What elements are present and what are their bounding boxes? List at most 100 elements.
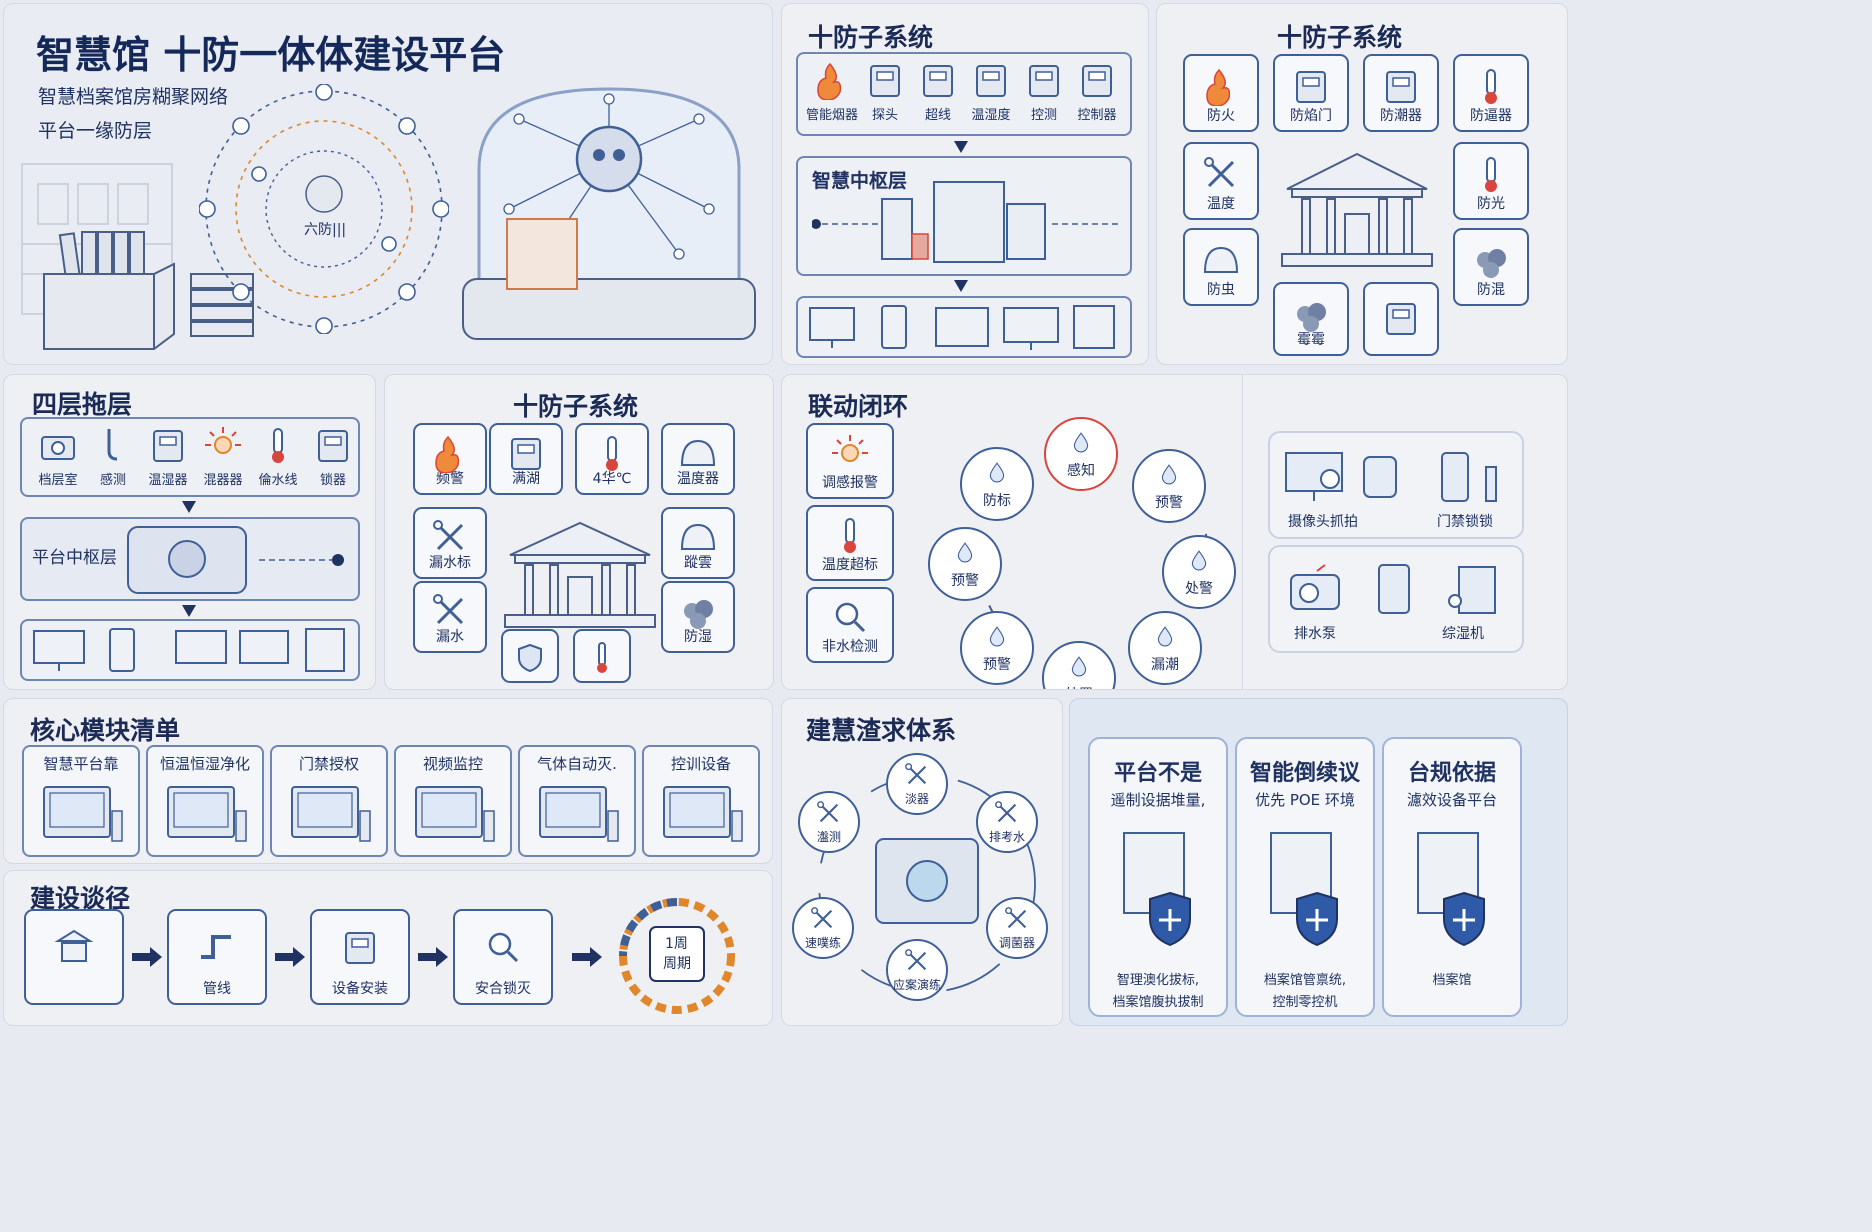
sensor-item[interactable]: 控制器 <box>1069 60 1125 123</box>
path-step[interactable]: 设备安装 <box>310 909 410 1005</box>
ten-defense-tile-label: 防光 <box>1477 196 1505 212</box>
subsystem-tile-label: 满湖 <box>512 471 540 487</box>
path-step[interactable]: 管线 <box>167 909 267 1005</box>
module-card[interactable]: 气体自动灭. <box>518 745 636 857</box>
glass-dome-illustration <box>462 87 756 340</box>
module-card[interactable]: 门禁授权 <box>270 745 388 857</box>
perception-item-label: 锁器 <box>319 473 346 488</box>
subsystem-tile[interactable]: 4华℃ <box>575 423 649 495</box>
cycle-node[interactable]: 感知 <box>1044 417 1118 491</box>
subsystem-tile-label: 4华℃ <box>592 471 632 487</box>
down-arrow-icon <box>954 280 968 292</box>
stacked-documents-illustration <box>190 273 254 337</box>
sensor-item[interactable]: 管能烟器 <box>804 60 860 123</box>
ten-defense-tile[interactable]: 防虫 <box>1183 228 1259 306</box>
subsystem-tile[interactable]: 防湿 <box>661 581 735 653</box>
ten-defense-tile[interactable]: 霉霉 <box>1273 282 1349 356</box>
module-illustration <box>663 786 743 842</box>
module-card[interactable]: 智慧平台靠 <box>22 745 140 857</box>
tile-thermo[interactable] <box>573 629 631 683</box>
sensor-item[interactable]: 探头 <box>857 60 913 123</box>
cycle-node[interactable]: 预警 <box>960 611 1034 685</box>
shield-icon <box>518 643 542 673</box>
sensor-item[interactable]: 超线 <box>910 60 966 123</box>
system-node[interactable]: 速噗练 <box>792 897 854 959</box>
right-arrow-icon <box>418 947 448 967</box>
cycle-node[interactable]: 预警 <box>928 527 1002 601</box>
system-node[interactable]: 淡器 <box>886 753 948 815</box>
module-card-label: 恒温恒湿净化 <box>159 755 250 773</box>
sensor-item[interactable]: 温湿度 <box>963 60 1019 123</box>
ten-defense-tile[interactable]: 防火 <box>1183 54 1259 132</box>
ten-defense-tile[interactable]: 防混 <box>1453 228 1529 306</box>
system-node[interactable]: 瀊测 <box>798 791 860 853</box>
ten-defense-tile[interactable] <box>1363 282 1439 356</box>
info-card: 台规依据濾效设备平台档案馆 <box>1382 737 1522 1017</box>
cycle-node[interactable]: 预警 <box>1132 449 1206 523</box>
ten-defense-tile[interactable]: 防逼器 <box>1453 54 1529 132</box>
sensor-item-label: 控测 <box>1030 108 1057 123</box>
box-icon <box>870 65 900 97</box>
ten-defense-tile-label: 防虫 <box>1207 282 1235 298</box>
module-card[interactable]: 恒温恒湿净化 <box>146 745 264 857</box>
subsystem-tile[interactable]: 满湖 <box>489 423 563 495</box>
system-node-label: 瀊测 <box>816 830 841 844</box>
perception-item[interactable]: 倫水线 <box>250 425 306 488</box>
path-step-label: 管线 <box>203 981 231 997</box>
down-arrow-icon <box>182 501 196 513</box>
subsystem-tile[interactable]: 频警 <box>413 423 487 495</box>
subsystem-tile[interactable]: 温度器 <box>661 423 735 495</box>
subsystem-tile[interactable]: 漏水标 <box>413 507 487 579</box>
ten-defense-tile[interactable]: 防焰门 <box>1273 54 1349 132</box>
info-card-title: 台规依据 <box>1407 761 1496 786</box>
sensor-item-label: 控制器 <box>1077 108 1117 123</box>
perception-item[interactable]: 感测 <box>85 425 141 488</box>
system-node[interactable]: 调菌器 <box>986 897 1048 959</box>
lens-icon <box>488 932 519 963</box>
module-card[interactable]: 控训设备 <box>642 745 760 857</box>
ten-defense-tile[interactable]: 温度 <box>1183 142 1259 220</box>
wrench-icon <box>905 949 927 971</box>
sensor-item[interactable]: 控测 <box>1016 60 1072 123</box>
module-card[interactable]: 视频监控 <box>394 745 512 857</box>
alert-tile[interactable]: 调感报警 <box>806 423 894 499</box>
ten-defense-grid-panel: 十防子系统 防火防焰门防潮器防逼器温度防光防虫防混霉霉 <box>1156 3 1568 365</box>
perception-item[interactable]: 档层室 <box>30 425 86 488</box>
dome-icon <box>1203 246 1239 273</box>
info-card-footer2: 控制零控机 <box>1272 995 1338 1010</box>
cycle-node[interactable]: 防标 <box>960 447 1034 521</box>
perception-item[interactable]: 温湿器 <box>140 425 196 488</box>
alert-tile[interactable]: 温度超标 <box>806 505 894 581</box>
path-step[interactable]: 安合锁灭 <box>453 909 553 1005</box>
subsystem-tile[interactable]: 蹤雲 <box>661 507 735 579</box>
module-illustration <box>415 786 495 842</box>
box-icon <box>153 430 183 462</box>
wrench-icon <box>1204 157 1235 188</box>
system-node[interactable]: 应案演练 <box>886 939 948 1001</box>
system-node[interactable]: 排考水 <box>976 791 1038 853</box>
cycle-node[interactable]: 漏潮 <box>1128 611 1202 685</box>
subsystem-tile-label: 漏水 <box>436 629 464 645</box>
ten-defense-tile-label: 防焰门 <box>1290 108 1332 124</box>
subsystem-tile-label: 漏水标 <box>429 555 471 571</box>
perception-item[interactable]: 混器器 <box>195 425 251 488</box>
alert-tile[interactable]: 非水检测 <box>806 587 894 663</box>
mold-icon <box>1477 249 1506 278</box>
ten-defense-tile[interactable]: 防光 <box>1453 142 1529 220</box>
ten-defense-tile[interactable]: 防潮器 <box>1363 54 1439 132</box>
pipe-icon <box>201 935 231 959</box>
linkage-title: 联动闭环 <box>808 392 909 421</box>
sensor-item-label: 管能烟器 <box>805 108 858 123</box>
module-illustration <box>43 786 123 842</box>
device-label-camera: 摄像头抓拍 <box>1288 514 1358 530</box>
subsystem-tile[interactable]: 漏水 <box>413 581 487 653</box>
tile-shield[interactable] <box>501 629 559 683</box>
archive-box-illustration <box>43 231 175 350</box>
right-arrow-icon <box>275 947 305 967</box>
perception-item[interactable]: 锁器 <box>305 425 361 488</box>
box-icon <box>318 430 348 462</box>
path-step[interactable] <box>24 909 124 1005</box>
subsystem-top-title: 十防子系统 <box>808 23 934 52</box>
module-card-label: 门禁授权 <box>298 755 359 773</box>
cycle-node[interactable]: 处警 <box>1162 535 1236 609</box>
